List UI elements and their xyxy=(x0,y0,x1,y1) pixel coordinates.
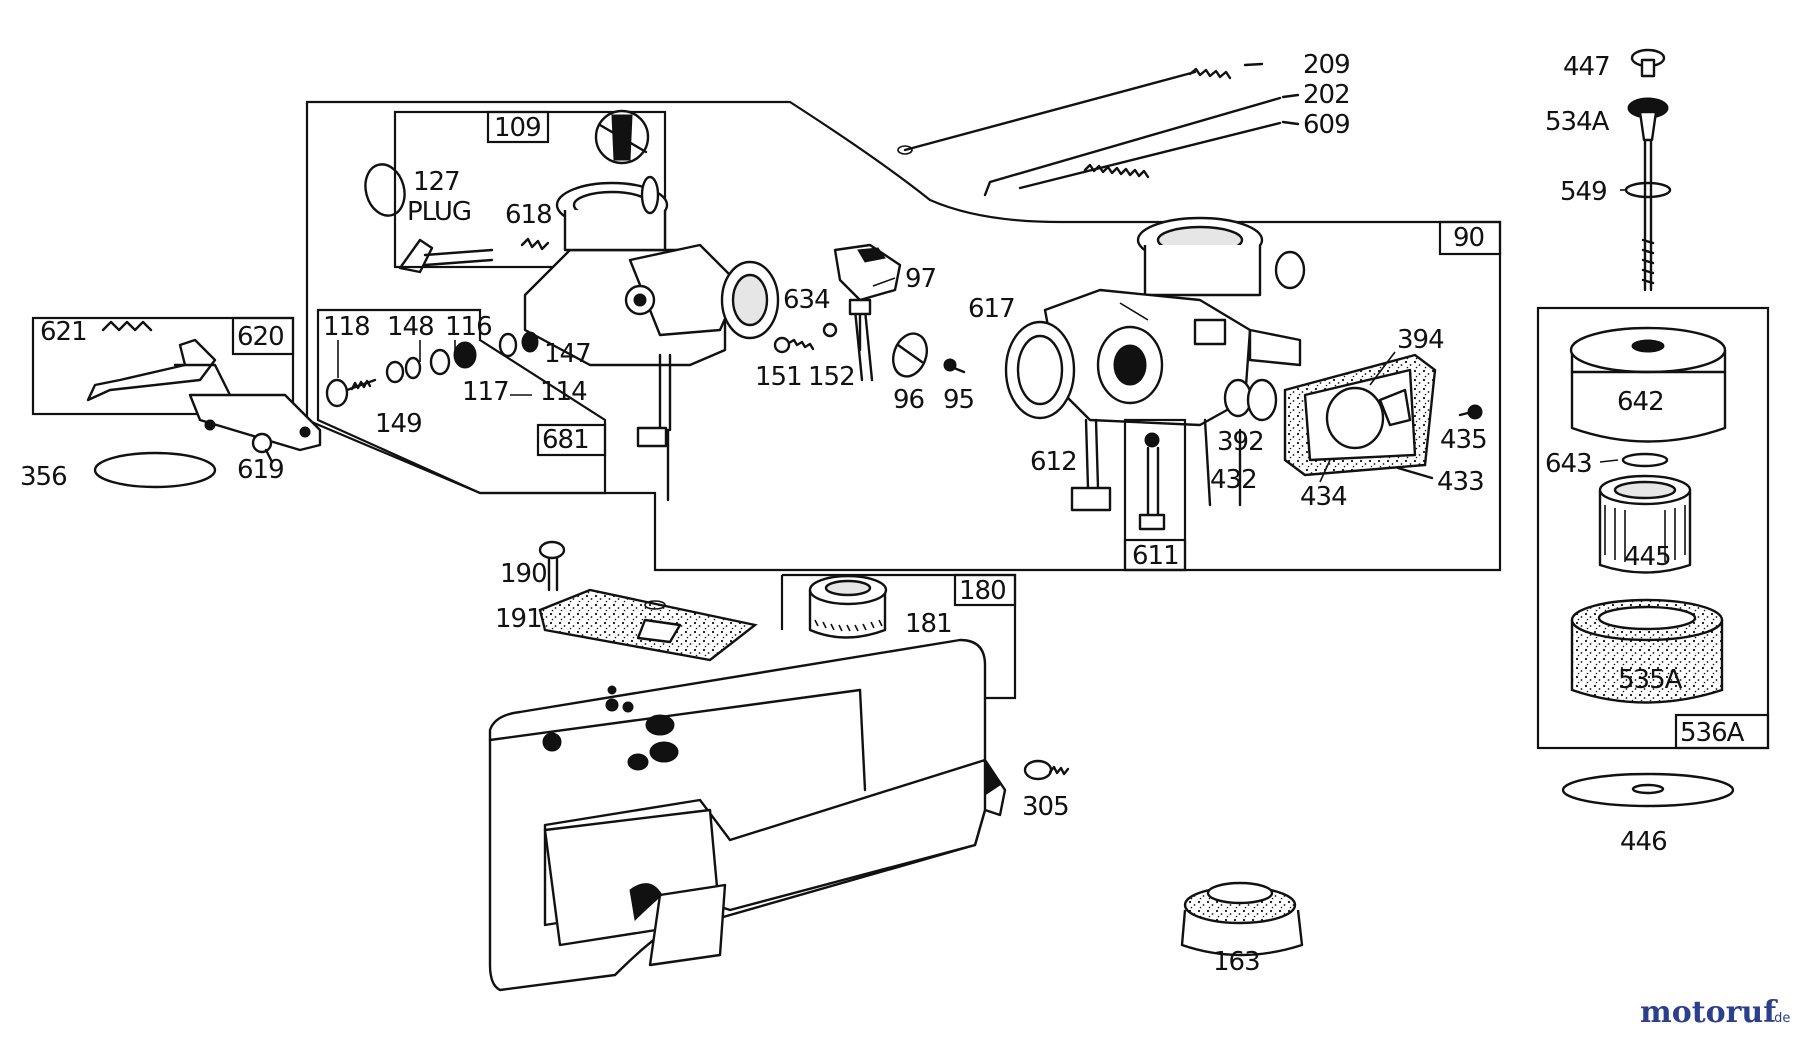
watermark-logo: motoruf .de xyxy=(1640,995,1790,1030)
watermark-brand: motoruf xyxy=(1640,995,1778,1030)
part-label-202: 202 xyxy=(1303,80,1350,110)
part-label-97: 97 xyxy=(905,264,936,294)
kit-box-620 xyxy=(31,316,295,416)
carburetor-body-right xyxy=(1043,216,1306,507)
carburetor-group-outline xyxy=(305,100,1502,572)
part-label-95: 95 xyxy=(943,385,974,415)
link-202-609 xyxy=(983,93,1300,197)
governor-link-209 xyxy=(897,62,1264,155)
part-label-643: 643 xyxy=(1545,449,1592,479)
seal-534a-icon xyxy=(1627,97,1669,142)
part-label-432: 432 xyxy=(1210,465,1257,495)
screw-305-icon xyxy=(1023,759,1070,781)
part-label-plug: PLUG xyxy=(407,197,471,227)
part-label-180: 180 xyxy=(959,576,1006,606)
part-label-152: 152 xyxy=(808,362,855,392)
part-label-191: 191 xyxy=(495,604,542,634)
mixture-needle-assembly-icon xyxy=(325,331,539,408)
part-label-127: 127 xyxy=(413,167,460,197)
precleaner-535a-icon xyxy=(1570,598,1724,704)
needle-valve-icon xyxy=(594,109,650,165)
part-label-609: 609 xyxy=(1303,110,1350,140)
part-label-634: 634 xyxy=(783,285,830,315)
part-label-621: 621 xyxy=(40,317,87,347)
kit-box-536a xyxy=(1536,306,1770,750)
bolt-612-icon xyxy=(1070,418,1112,512)
fuel-cap-181-icon xyxy=(808,574,888,639)
part-label-445: 445 xyxy=(1624,542,1671,572)
ring-617-icon xyxy=(1004,320,1076,420)
part-label-148: 148 xyxy=(387,312,434,342)
cover-642-icon xyxy=(1569,326,1727,443)
part-label-535a: 535A xyxy=(1618,665,1683,695)
part-label-90: 90 xyxy=(1453,223,1484,253)
throttle-shaft-icon xyxy=(398,238,494,274)
part-label-190: 190 xyxy=(500,559,547,589)
part-label-109: 109 xyxy=(494,113,541,143)
shaft-152-icon xyxy=(848,298,874,382)
washer-549-icon xyxy=(1624,181,1672,199)
part-label-305: 305 xyxy=(1022,792,1069,822)
choke-valve-96-icon xyxy=(891,332,929,378)
part-label-534a: 534A xyxy=(1545,107,1610,137)
part-label-549: 549 xyxy=(1560,177,1607,207)
part-label-163: 163 xyxy=(1213,947,1260,977)
kit-box-90 xyxy=(1438,220,1502,256)
part-label-114: 114 xyxy=(540,377,587,407)
part-label-149: 149 xyxy=(375,409,422,439)
spring-618-icon xyxy=(520,237,550,251)
part-label-446: 446 xyxy=(1620,827,1667,857)
part-label-611: 611 xyxy=(1132,541,1179,571)
part-label-147: 147 xyxy=(544,339,591,369)
part-label-181: 181 xyxy=(905,609,952,639)
part-label-612: 612 xyxy=(1030,447,1077,477)
part-label-620: 620 xyxy=(237,322,284,352)
shaft-611-icon xyxy=(1138,432,1166,531)
filter-445-icon xyxy=(1598,474,1692,574)
pin-433-icon xyxy=(1396,466,1434,480)
part-label-536a: 536A xyxy=(1680,718,1745,748)
screw-95-icon xyxy=(943,358,966,374)
base-446-icon xyxy=(1561,772,1735,808)
diaphragm-394-icon xyxy=(1283,353,1437,477)
kit-box-681 xyxy=(316,308,607,495)
part-label-116: 116 xyxy=(445,312,492,342)
screw-619-icon xyxy=(251,432,274,464)
part-label-447: 447 xyxy=(1563,52,1610,82)
gasket-392-icon xyxy=(1223,378,1278,507)
part-label-618: 618 xyxy=(505,200,552,230)
kit-box-180 xyxy=(782,573,1017,700)
fuel-tank xyxy=(488,638,1007,992)
part-label-118: 118 xyxy=(323,312,370,342)
part-label-392: 392 xyxy=(1217,427,1264,457)
screw-435-icon xyxy=(1458,404,1483,420)
part-label-433: 433 xyxy=(1437,467,1484,497)
stud-icon xyxy=(1641,138,1655,292)
part-label-151: 151 xyxy=(755,362,802,392)
part-label-617: 617 xyxy=(968,294,1015,324)
part-label-434: 434 xyxy=(1300,482,1347,512)
governor-lever-icon xyxy=(86,338,322,452)
spring-621-icon xyxy=(101,320,153,332)
part-label-619: 619 xyxy=(237,455,284,485)
part-label-117: 117 xyxy=(462,377,509,407)
bushing-163-icon xyxy=(1180,881,1304,957)
ring-356-icon xyxy=(93,451,217,489)
part-label-209: 209 xyxy=(1303,50,1350,80)
watermark-suffix: .de xyxy=(1770,1011,1790,1026)
part-label-96: 96 xyxy=(893,385,924,415)
plug-127 xyxy=(364,163,406,217)
choke-plate-97-icon xyxy=(833,243,902,352)
part-label-681: 681 xyxy=(542,425,589,455)
screw-447-icon xyxy=(1630,48,1666,78)
part-label-356: 356 xyxy=(20,462,67,492)
part-label-642: 642 xyxy=(1617,387,1664,417)
screw-151-icon xyxy=(773,322,838,354)
screw-190-icon xyxy=(538,540,566,592)
part-label-435: 435 xyxy=(1440,425,1487,455)
seal-643-icon xyxy=(1621,452,1669,468)
part-label-394: 394 xyxy=(1397,325,1444,355)
carburetor-body-left xyxy=(523,175,780,502)
